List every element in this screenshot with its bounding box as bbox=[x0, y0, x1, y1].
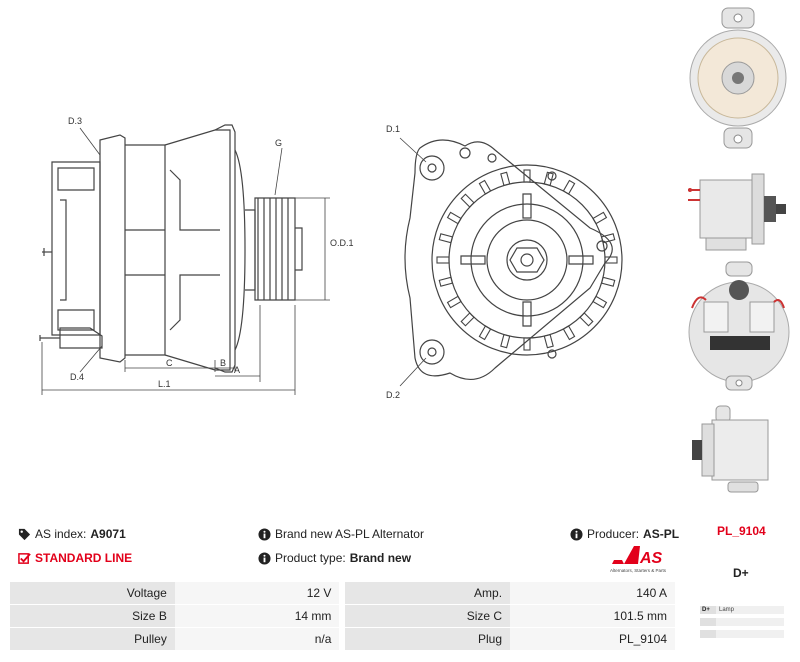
label-d3: D.3 bbox=[68, 116, 82, 126]
spec-value: 12 V bbox=[174, 582, 340, 605]
label-a: A bbox=[234, 365, 240, 375]
logo-tagline: Alternators, Starters & Parts bbox=[610, 568, 667, 573]
spec-label: Size C bbox=[345, 604, 511, 628]
label-g: G bbox=[275, 138, 282, 148]
spec-value: PL_9104 bbox=[510, 627, 675, 651]
producer-row: Producer: AS-PL bbox=[570, 527, 679, 541]
info-icon bbox=[258, 551, 271, 565]
product-type-row: Product type: Brand new bbox=[258, 551, 411, 565]
table-row: Voltage 12 V Amp. 140 A bbox=[10, 582, 675, 605]
spec-value: 140 A bbox=[510, 582, 675, 605]
spec-label: Amp. bbox=[345, 582, 511, 605]
terminal-label: D+ bbox=[733, 566, 749, 580]
terminal-table: D+ Lamp bbox=[700, 606, 784, 642]
info-icon bbox=[258, 527, 271, 541]
terminal-table-row bbox=[700, 630, 784, 638]
logo-text: AS bbox=[639, 550, 663, 567]
spec-value: 14 mm bbox=[174, 604, 340, 628]
terminal-code bbox=[700, 618, 716, 626]
description-text: Brand new AS-PL Alternator bbox=[275, 527, 424, 541]
product-photo-front[interactable] bbox=[688, 7, 788, 152]
label-d1: D.1 bbox=[386, 124, 400, 134]
info-icon bbox=[570, 527, 583, 541]
terminal-desc bbox=[716, 630, 784, 638]
label-od1: O.D.1 bbox=[330, 238, 354, 248]
table-row: Pulley n/a Plug PL_9104 bbox=[10, 627, 675, 651]
product-type-label: Product type: bbox=[275, 551, 346, 565]
spec-label: Voltage bbox=[10, 582, 175, 605]
description-row: Brand new AS-PL Alternator bbox=[258, 527, 424, 541]
label-d2: D.2 bbox=[386, 390, 400, 400]
terminal-code: D+ bbox=[700, 606, 716, 614]
spec-label: Size B bbox=[10, 604, 175, 628]
product-photo-side[interactable] bbox=[686, 160, 790, 254]
tag-icon bbox=[18, 528, 31, 540]
checkbox-checked-icon bbox=[18, 552, 31, 564]
table-row: Size B 14 mm Size C 101.5 mm bbox=[10, 604, 675, 628]
as-index-value: A9071 bbox=[90, 527, 126, 541]
plug-code-link[interactable]: PL_9104 bbox=[717, 524, 766, 538]
label-b: B bbox=[220, 358, 226, 368]
spec-label: Plug bbox=[345, 627, 511, 651]
alternator-side-view-drawing: D.3 G O.D.1 C B A L.1 D.4 bbox=[39, 116, 354, 395]
terminal-table-row bbox=[700, 618, 784, 626]
label-d4: D.4 bbox=[70, 372, 84, 382]
producer-label: Producer: bbox=[587, 527, 640, 541]
alternator-front-view-drawing: D.1 D.2 bbox=[386, 124, 623, 400]
product-type-value: Brand new bbox=[349, 551, 412, 565]
standard-line-label: STANDARD LINE bbox=[35, 551, 133, 565]
terminal-desc: Lamp bbox=[716, 606, 784, 614]
spec-value: 101.5 mm bbox=[510, 604, 675, 628]
as-index-row: AS index: A9071 bbox=[18, 527, 126, 541]
spec-value: n/a bbox=[174, 627, 340, 651]
as-index-label: AS index: bbox=[35, 527, 87, 541]
producer-value: AS-PL bbox=[643, 527, 680, 541]
product-photo-rear[interactable] bbox=[688, 261, 792, 392]
terminal-table-row: D+ Lamp bbox=[700, 606, 784, 614]
terminal-code bbox=[700, 630, 716, 638]
spec-table: Voltage 12 V Amp. 140 A Size B 14 mm Siz… bbox=[10, 582, 675, 651]
terminal-desc bbox=[716, 618, 784, 626]
product-photo-angle[interactable] bbox=[688, 402, 792, 494]
label-c: C bbox=[166, 358, 173, 368]
as-pl-logo: AS Alternators, Starters & Parts bbox=[610, 546, 667, 573]
standard-line-row: STANDARD LINE bbox=[18, 551, 132, 565]
label-l1: L.1 bbox=[158, 379, 171, 389]
spec-label: Pulley bbox=[10, 627, 175, 651]
